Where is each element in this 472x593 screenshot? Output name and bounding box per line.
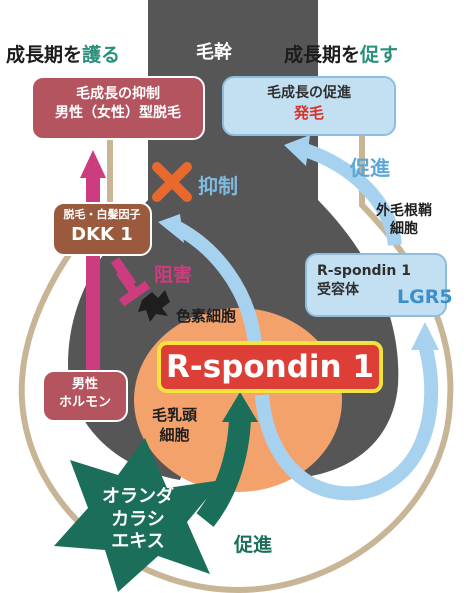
hormone-box: 男性 ホルモン [42, 370, 128, 422]
outer-sheath-label: 外毛根鞘 細胞 [376, 203, 432, 238]
blue-arrow-receptor [255, 343, 439, 501]
suppress-sub: 男性（女性）型脱毛 [55, 104, 181, 121]
inhibit-cross-icon [152, 162, 192, 202]
receptor-line2: 受容体 [317, 281, 359, 298]
papilla-label: 毛乳頭 細胞 [152, 406, 198, 445]
teal-arrow [196, 419, 251, 527]
star-text: オランダ カラシ エキス [102, 486, 174, 552]
header-right-prefix: 成長期を [284, 44, 361, 66]
block-t-icon [116, 269, 151, 307]
suppress-box: 毛成長の抑制 男性（女性）型脱毛 [31, 76, 205, 140]
block-label: 阻害 [154, 264, 193, 286]
star-shape [54, 438, 222, 592]
header-left: 成長期を護る [6, 40, 120, 67]
hair-shaft-label: 毛幹 [196, 42, 232, 63]
blue-arrow-inhibit [174, 221, 262, 346]
promote-title: 毛成長の促進 [267, 85, 351, 101]
follicle-outline [18, 100, 454, 593]
inhibit-label: 抑制 [198, 174, 238, 198]
promote-bottom-label: 促進 [234, 534, 273, 556]
header-left-accent: 護る [82, 44, 121, 66]
blue-arrow-inhibit-head [158, 214, 184, 243]
rspondin-center-box: R-spondin 1 [157, 341, 383, 393]
receptor-big: LGR5 [397, 286, 453, 308]
dkk1-small: 脱毛・白髪因子 [63, 208, 141, 221]
dkk1-box: 脱毛・白髪因子 DKK 1 [52, 202, 152, 256]
blue-arrow-receptor-head [411, 322, 439, 350]
header-right-accent: 促す [360, 44, 399, 66]
receptor-line1: R-spondin 1 [317, 263, 411, 279]
suppress-title: 毛成長の抑制 [76, 86, 160, 102]
dkk1-big: DKK 1 [71, 223, 133, 245]
promote-top-label: 促進 [350, 156, 390, 180]
header-left-prefix: 成長期を [6, 44, 83, 66]
teal-arrow-head [222, 392, 258, 422]
receptor-box: R-spondin 1 受容体 LGR5 [305, 253, 453, 317]
header-right: 成長期を促す [284, 40, 398, 67]
melanocyte-label: 色素細胞 [176, 307, 237, 325]
blue-arrow-promote [302, 143, 402, 247]
pink-arrow-up-head [80, 150, 106, 178]
promote-box: 毛成長の促進 発毛 [222, 76, 396, 136]
promote-sub: 発毛 [293, 103, 324, 122]
blue-arrow-promote-head [284, 135, 310, 166]
melanocyte-blob-icon [138, 290, 170, 322]
